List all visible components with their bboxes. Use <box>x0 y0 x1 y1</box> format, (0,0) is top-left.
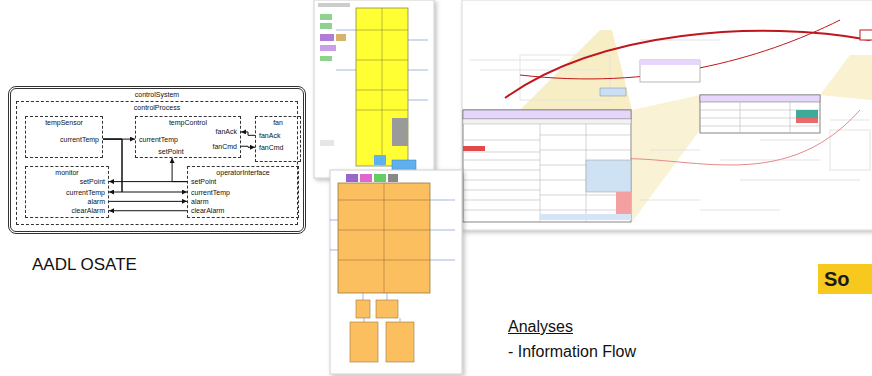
connector <box>241 132 255 135</box>
connector <box>241 146 255 147</box>
connector <box>109 201 187 202</box>
highlight-box: So <box>818 264 872 294</box>
connector <box>172 158 187 182</box>
port-name: currentTemp <box>66 188 105 197</box>
model-screenshot <box>314 0 434 178</box>
tool-label: AADL OSATE <box>32 255 137 275</box>
component-name: controlSystem <box>11 90 303 99</box>
component-name: fan <box>256 118 300 127</box>
port-name: setPoint <box>80 177 105 186</box>
port-name: fanAck <box>216 127 237 136</box>
connector <box>103 139 187 192</box>
component-name: controlProcess <box>17 103 297 112</box>
thread-box: monitorsetPoint currentTempalarmclearAlar… <box>25 166 109 218</box>
port-name: fanCmd <box>259 143 284 152</box>
thread-box: fan fanAck fanCmd <box>255 116 301 162</box>
component-name: So <box>824 267 850 291</box>
port-name: setPoint <box>191 177 216 186</box>
thread-box: operatorInterfacesetPoint currentTempalar… <box>187 166 299 218</box>
connector <box>109 181 187 182</box>
port-name: clearAlarm <box>191 206 224 215</box>
component-name: tempControl <box>136 118 240 127</box>
port-name: fanAck <box>259 131 280 140</box>
port-name: fanCmd <box>212 142 237 151</box>
list-item: - Information Flow <box>508 343 636 361</box>
connector <box>109 210 187 211</box>
port-name: alarm <box>191 197 209 206</box>
analysis-screenshot <box>462 0 872 230</box>
component-name: monitor <box>26 168 108 177</box>
component-name: operatorInterface <box>188 168 298 177</box>
port-name: currentTemp <box>191 188 230 197</box>
port-name: alarm <box>87 197 105 206</box>
port-name: clearAlarm <box>72 206 105 215</box>
process-box: tempSensor currentTemp tempControl currentT… <box>16 101 298 225</box>
thread-box: tempControl currentTemp fanAck fanCmd setPoi… <box>135 116 241 158</box>
thread-box: tempSensor currentTemp <box>25 116 103 158</box>
port-name: setPoint <box>158 147 183 156</box>
component-name: tempSensor <box>26 118 102 127</box>
heading-label: Analyses <box>508 318 573 336</box>
system-box: tempSensor currentTemp tempControl currentT… <box>8 86 306 234</box>
model-screenshot <box>330 170 462 374</box>
port-name: currentTemp <box>60 135 99 144</box>
port-name: currentTemp <box>139 135 178 144</box>
